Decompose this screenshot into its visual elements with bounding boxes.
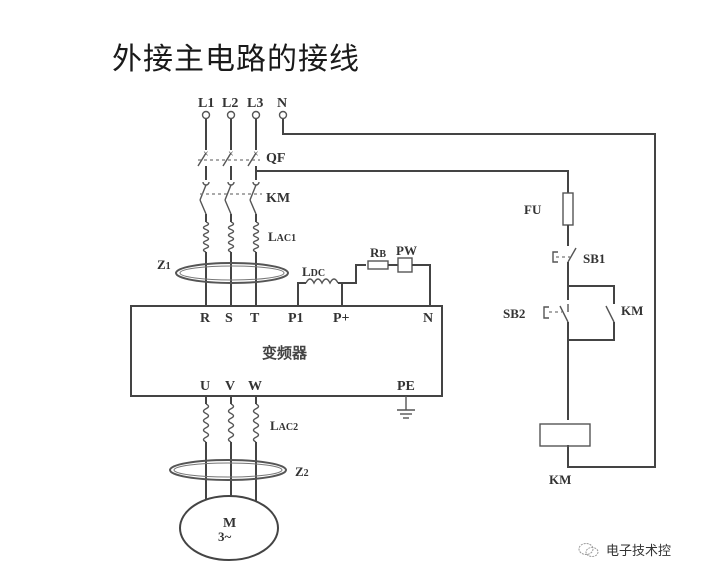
inverter-terminal-pe: PE xyxy=(397,379,415,394)
breaker-qf: × × × xyxy=(197,149,260,180)
terminal-label-l3: L3 xyxy=(247,96,263,111)
diagram-title: 外接主电路的接线 xyxy=(112,42,360,77)
breaker-label: QF xyxy=(266,151,285,166)
input-reactor-label: LAC1 xyxy=(268,229,296,244)
inverter-label: 变频器 xyxy=(262,344,308,362)
reactor-coil-winding xyxy=(202,403,210,443)
inverter-terminal-t: T xyxy=(250,311,260,326)
braking-resistor-label: RB xyxy=(370,245,386,260)
reactor-coil-winding xyxy=(202,221,210,253)
watermark-text: 电子技术控 xyxy=(606,544,672,559)
contactor-label: KM xyxy=(266,191,290,206)
fuse-label: FU xyxy=(524,202,542,217)
output-filter-label: Z2 xyxy=(295,464,309,479)
contactor-coil-km xyxy=(539,423,591,447)
output-reactor-lac2 xyxy=(202,403,260,443)
terminal-n xyxy=(278,110,288,120)
dc-reactor-label: LDC xyxy=(302,264,325,279)
fuse-fu xyxy=(562,192,574,246)
inverter-terminal-s: S xyxy=(225,311,233,326)
terminal-l3 xyxy=(251,110,261,120)
aux-contact-label: KM xyxy=(621,303,643,318)
reactor-coil-winding xyxy=(227,403,235,443)
start-button-sb2 xyxy=(543,304,569,420)
reactor-coil-winding xyxy=(252,221,260,253)
stop-button-sb1 xyxy=(552,247,577,300)
input-reactor-lac1 xyxy=(202,221,260,253)
inverter-terminal-r: R xyxy=(200,311,211,326)
reactor-coil-winding xyxy=(252,403,260,443)
stop-button-label: SB1 xyxy=(583,251,605,266)
inverter-terminal-u: U xyxy=(200,379,210,394)
control-supply-wire xyxy=(256,170,569,193)
inverter-terminal-w: W xyxy=(248,379,262,394)
supply-wires xyxy=(205,119,257,150)
reactor-coil-winding xyxy=(227,221,235,253)
inverter-box xyxy=(130,305,443,397)
braking-unit-label: PW xyxy=(396,243,417,258)
terminal-label-l1: L1 xyxy=(198,96,214,111)
motor-phase-label: 3~ xyxy=(218,529,232,544)
contactor-coil-label: KM xyxy=(549,472,571,487)
input-wires xyxy=(205,252,257,306)
terminal-label-n: N xyxy=(277,96,287,111)
terminal-l2 xyxy=(226,110,236,120)
inverter-terminal-p1: P1 xyxy=(288,311,304,326)
braking-unit-pw xyxy=(397,257,431,306)
output-reactor-label: LAC2 xyxy=(270,418,298,433)
output-filter-z2 xyxy=(169,459,287,481)
inverter-terminal-v: V xyxy=(225,379,235,394)
dc-reactor-ldc xyxy=(297,264,366,306)
braking-resistor-rb xyxy=(367,260,398,270)
wechat-icon xyxy=(578,542,599,557)
ground-icon xyxy=(397,396,415,419)
inverter-terminal-n: N xyxy=(423,311,433,326)
contactor-km-main xyxy=(199,181,262,222)
aux-contact-km xyxy=(568,305,615,341)
output-wires xyxy=(205,396,257,502)
motor xyxy=(179,495,279,561)
start-button-label: SB2 xyxy=(503,306,525,321)
motor-label: M xyxy=(223,516,236,531)
input-filter-z1 xyxy=(175,262,289,284)
neutral-wire xyxy=(282,119,656,468)
aux-branch-top xyxy=(568,285,615,304)
inverter-terminal-pplus: P+ xyxy=(333,311,350,326)
watermark: 电子技术控 xyxy=(578,540,671,559)
terminal-l1 xyxy=(201,110,211,120)
input-filter-label: Z1 xyxy=(157,257,171,272)
terminal-label-l2: L2 xyxy=(222,96,238,111)
